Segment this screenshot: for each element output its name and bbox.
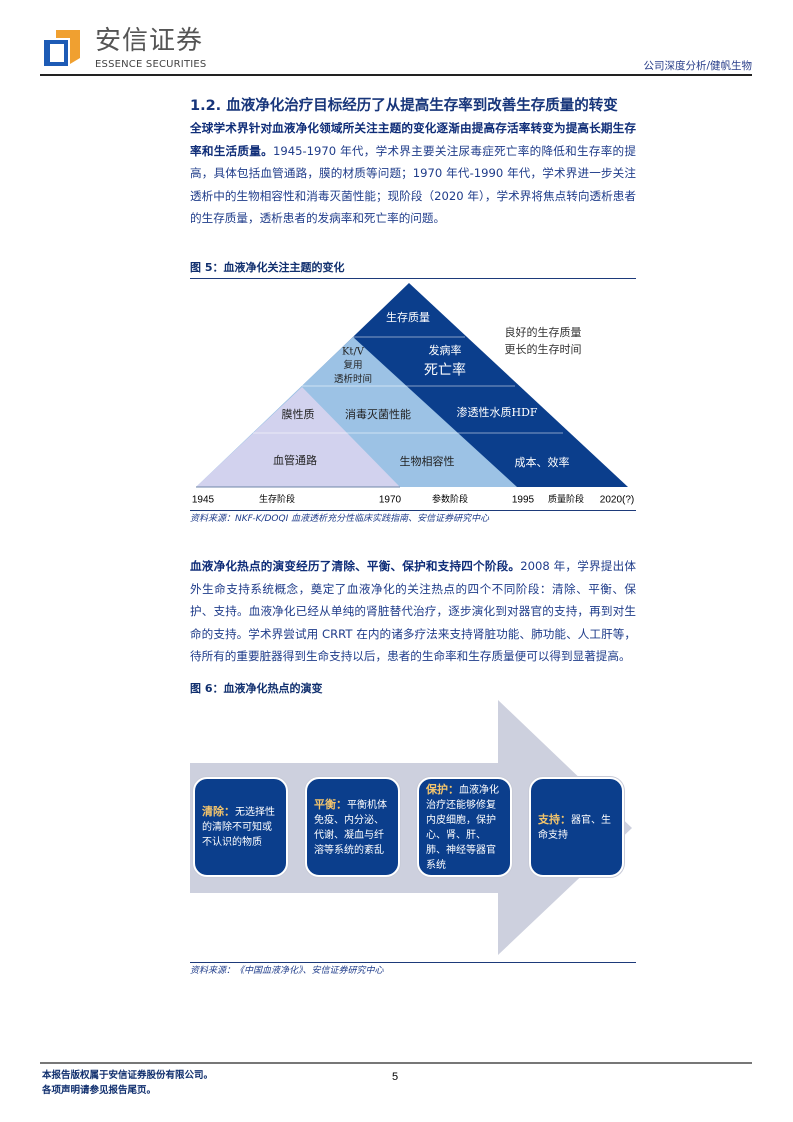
axis-stage-quality: 质量阶段 (547, 495, 585, 506)
label-vascular-access: 血管通路 (273, 453, 317, 467)
figure-5-caption: 图 5：血液净化关注主题的变化 (190, 261, 345, 274)
stage-text: 器官、生命支持 (538, 814, 611, 841)
section-title: 1.2. 血液净化治疗目标经历了从提高生存率到改善生存质量的转变 (190, 98, 618, 114)
paragraph-2: 血液净化热点的演变经历了清除、平衡、保护和支持四个阶段。2008 年，学界提出体… (190, 555, 636, 668)
paragraph-1-lead: 全球学术界针对血液净化领域所关注主题的变化逐渐由提高存活率转变为提高长期生存率和… (190, 121, 636, 158)
stage-label: 支持： (538, 812, 571, 826)
label-reuse: 复用 (343, 359, 363, 371)
figure-6-source: 资料来源：《中国血液净化》、安信证券研究中心 (190, 966, 384, 976)
figure-5-source: 资料来源：NKF-K/DOQI 血液透析充分性临床实践指南、安信证券研究中心 (190, 514, 490, 524)
stage-label: 平衡： (314, 797, 347, 811)
figure-6-caption: 图 6：血液净化热点的演变 (190, 682, 323, 695)
paragraph-2-lead: 血液净化热点的演变经历了清除、平衡、保护和支持四个阶段。 (190, 559, 521, 573)
axis-year-1945: 1945 (191, 494, 215, 506)
stage-label: 清除： (202, 805, 235, 818)
disclaimer-notice: 各项声明请参见报告尾页。 (42, 1085, 157, 1096)
stage-card-support: 支持：器官、生命支持 (529, 777, 624, 877)
label-better-quality: 良好的生存质量 (504, 325, 582, 339)
logo-icon (44, 30, 80, 66)
axis-stage-parameter: 参数阶段 (431, 495, 469, 506)
footer-rule (40, 1062, 752, 1064)
survival-stage-triangle (196, 387, 400, 487)
figure-5-pyramid (196, 283, 628, 488)
label-membrane: 膜性质 (281, 407, 315, 421)
header-rule (40, 74, 752, 76)
figure-5-bottom-rule (190, 510, 636, 511)
stage-text: 无选择性的清除不可知或不认识的物质 (202, 807, 275, 848)
stage-card-balance: 平衡：平衡机体免疫、内分泌、代谢、凝血与纤溶等系统的紊乱 (305, 777, 400, 877)
figure-6-arrow (190, 700, 632, 955)
stage-text: 平衡机体免疫、内分泌、代谢、凝血与纤溶等系统的紊乱 (314, 799, 387, 856)
axis-year-1970: 1970 (378, 494, 402, 506)
logo-text-cn: 安信证券 (95, 26, 204, 56)
axis-stage-survival: 生存阶段 (258, 495, 296, 506)
stage-text: 血液净化治疗还能够修复内皮细胞，保护心、肾、肝、肺、神经等器官系统 (426, 784, 499, 871)
figure-5-top-rule (190, 278, 636, 279)
figure-6-bottom-rule (190, 962, 636, 963)
paragraph-1-body: 1945-1970 年代，学术界主要关注尿毒症死亡率的降低和生存率的提高，具体包… (190, 143, 636, 226)
label-quality: 生存质量 (386, 310, 430, 324)
label-cost-efficiency: 成本、效率 (514, 455, 570, 469)
label-permeability: 渗透性水质HDF (456, 405, 538, 419)
label-ktv: Kt/V (341, 346, 365, 358)
label-biocompatibility: 生物相容性 (399, 454, 455, 468)
paragraph-1: 全球学术界针对血液净化领域所关注主题的变化逐渐由提高存活率转变为提高长期生存率和… (190, 117, 636, 230)
stage-label: 保护： (426, 782, 459, 796)
label-mortality: 死亡率 (424, 362, 466, 379)
report-type: 公司深度分析/健帆生物 (643, 60, 752, 72)
stage-card-clear: 清除：无选择性的清除不可知或不认识的物质 (193, 777, 288, 877)
label-dialysis-time: 透析时间 (333, 373, 373, 385)
axis-year-1995: 1995 (511, 494, 535, 506)
label-sterilization: 消毒灭菌性能 (345, 407, 411, 421)
page-number: 5 (392, 1071, 399, 1083)
axis-year-2020: 2020(?) (599, 494, 635, 506)
paragraph-2-body: 2008 年，学界提出体外生命支持系统概念，奠定了血液净化的关注热点的四个不同阶… (190, 559, 636, 664)
label-morbidity: 发病率 (428, 343, 462, 357)
label-longer-time: 更长的生存时间 (504, 342, 582, 356)
progress-arrow-shape (190, 700, 632, 955)
logo-text-en: ESSENCE SECURITIES (95, 59, 207, 70)
stage-card-protect: 保护：血液净化治疗还能够修复内皮细胞，保护心、肾、肝、肺、神经等器官系统 (417, 777, 512, 877)
copyright-notice: 本报告版权属于安信证券股份有限公司。 (42, 1070, 214, 1081)
